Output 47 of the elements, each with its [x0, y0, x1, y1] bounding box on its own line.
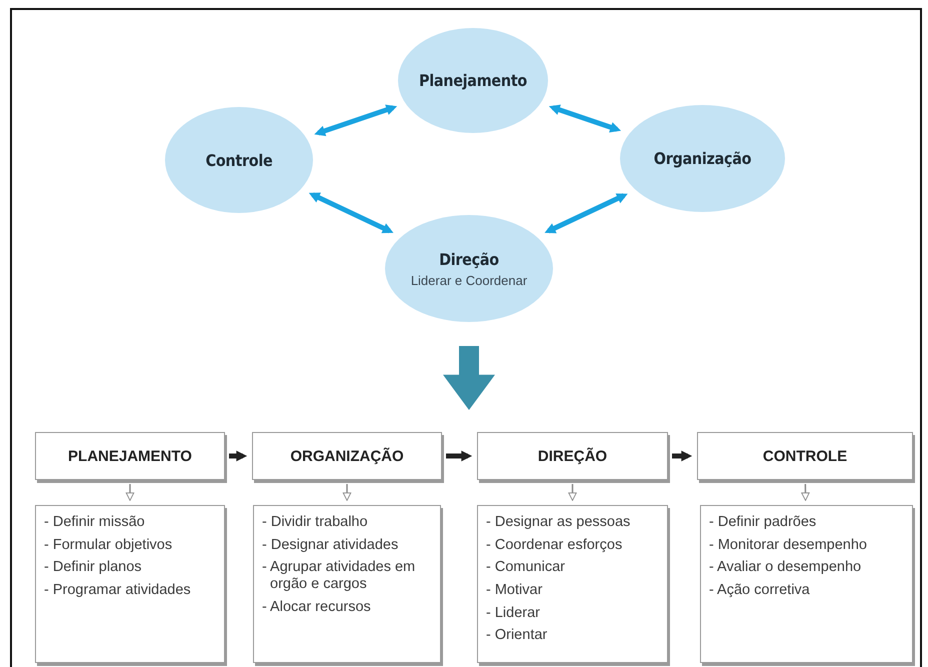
- arrow: [314, 104, 398, 136]
- arrow: [229, 450, 248, 462]
- arrow: [544, 193, 628, 234]
- activity-item: - Alocar recursos: [262, 598, 372, 616]
- stage-header-box: [697, 432, 913, 480]
- function-title: Planejamento: [418, 71, 528, 90]
- activity-list-box: [35, 505, 225, 663]
- block-arrow: [443, 346, 495, 410]
- stage-title: CONTROLE: [762, 448, 848, 464]
- activity-item: - Definir padrões: [709, 514, 818, 531]
- activity-item: - Definir missão: [44, 514, 146, 531]
- activity-item: - Motivar: [486, 582, 544, 599]
- activity-list-box: [700, 505, 913, 663]
- function-title: Controle: [206, 150, 272, 170]
- stage-header-box: [35, 432, 225, 480]
- stage-title: DIREÇÃO: [538, 448, 608, 464]
- stage-title: ORGANIZAÇÃO: [290, 448, 404, 464]
- activity-item: - Designar as pessoas: [486, 514, 632, 531]
- activity-item: - Programar atividades: [44, 582, 192, 599]
- stage-header-box: [252, 432, 442, 480]
- activity-item: - Definir planos: [44, 559, 143, 576]
- activity-item: - Designar atividades: [262, 536, 400, 554]
- activity-list-box: [253, 505, 441, 663]
- arrow: [801, 484, 810, 501]
- activity-item: - Coordenar esforços: [486, 536, 624, 554]
- activity-item: - Dividir trabalho: [262, 514, 369, 531]
- activity-item: - Agrupar atividades em orgão e cargos: [262, 559, 416, 593]
- arrow: [548, 104, 622, 132]
- activity-item: - Liderar: [486, 604, 541, 622]
- arrow: [126, 484, 134, 501]
- stage-header-box: [477, 432, 668, 480]
- activity-item: - Ação corretiva: [709, 582, 811, 599]
- activity-item: - Comunicar: [486, 559, 566, 576]
- function-subtitle: Liderar e Coordenar: [410, 272, 528, 288]
- arrow: [446, 450, 472, 462]
- activity-item: - Monitorar desempenho: [709, 536, 868, 554]
- activity-item: - Orientar: [486, 627, 548, 644]
- activity-list-box: [477, 505, 668, 663]
- function-title: Organização: [654, 149, 752, 168]
- activity-item: - Avaliar o desempenho: [709, 559, 862, 576]
- stage-title: PLANEJAMENTO: [68, 448, 192, 464]
- function-title: Direção: [439, 250, 499, 268]
- arrow: [672, 450, 692, 462]
- activity-item: - Formular objetivos: [44, 536, 174, 554]
- arrow: [568, 484, 577, 501]
- arrow: [342, 484, 352, 501]
- arrow: [308, 192, 394, 234]
